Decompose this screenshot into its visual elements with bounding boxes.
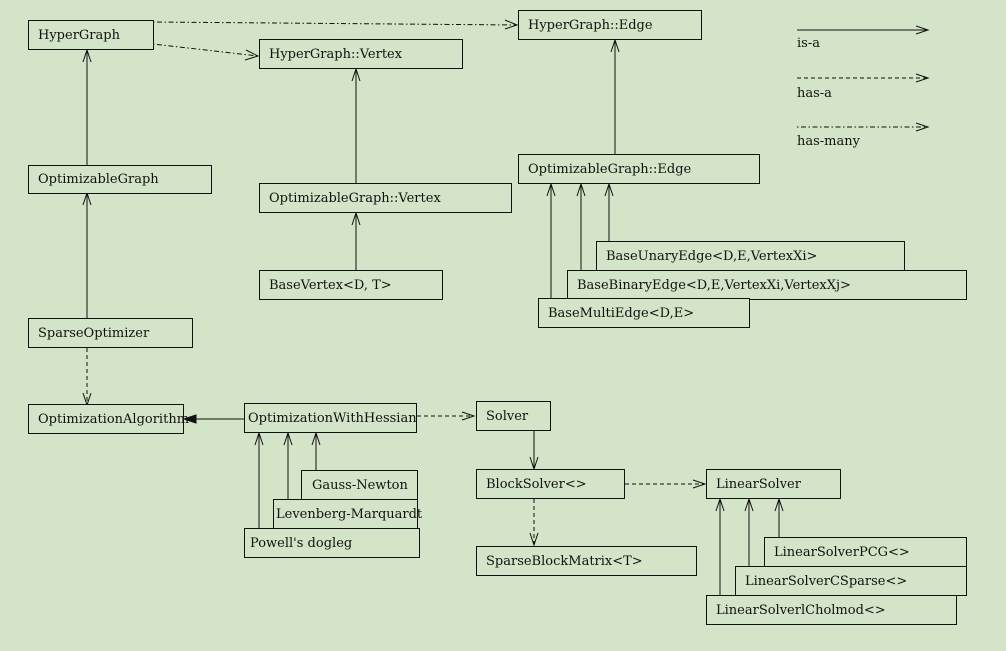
- blocksolver-has-linearsolver-arrowhead: [692, 479, 707, 489]
- class-sparse-optimizer: SparseOptimizer: [28, 318, 193, 348]
- dogleg-isa-arrowhead: [254, 431, 264, 446]
- class-hypergraph-edge: HyperGraph::Edge: [518, 10, 702, 40]
- withhessian-isa-arrowhead: [182, 414, 197, 424]
- legend-is-a-label: is-a: [797, 36, 820, 51]
- gaussnewton-isa-arrowhead: [311, 431, 321, 446]
- hypergraph-to-vertex-has-many: [152, 43, 259, 57]
- unaryedge-isa-arrowhead: [604, 182, 614, 197]
- class-optimizable-graph-vertex: OptimizableGraph::Vertex: [259, 183, 512, 213]
- class-block-solver: BlockSolver<>: [476, 469, 625, 499]
- withhessian-has-solver-arrowhead: [461, 411, 476, 421]
- optimizablegraph-isa-arrowhead: [82, 48, 92, 63]
- legend-is-a-arrowhead: [915, 25, 930, 35]
- blocksolver-has-matrix-arrowhead: [529, 532, 539, 547]
- basevertex-isa-arrowhead: [351, 211, 361, 226]
- csparse-isa-arrowhead: [744, 497, 754, 512]
- class-linear-solver-cholmod: LinearSolverlCholmod<>: [706, 595, 957, 625]
- class-optimization-algorithm: OptimizationAlgorithm: [28, 404, 189, 434]
- class-hypergraph-vertex: HyperGraph::Vertex: [259, 39, 463, 69]
- class-powells-dogleg: Powell's dogleg: [244, 528, 420, 558]
- class-linear-solver-csparse: LinearSolverCSparse<>: [735, 566, 967, 596]
- ogvertex-isa-arrowhead: [351, 67, 361, 82]
- class-sparse-block-matrix: SparseBlockMatrix<T>: [476, 546, 697, 576]
- cholmod-isa-arrowhead: [715, 497, 725, 512]
- class-base-vertex: BaseVertex<D, T>: [259, 270, 443, 300]
- class-optimizable-graph: OptimizableGraph: [28, 165, 212, 194]
- class-optimization-with-hessian: OptimizationWithHessian: [244, 403, 417, 433]
- legend-has-a-label: has-a: [797, 86, 832, 101]
- class-gauss-newton: Gauss-Newton: [301, 470, 418, 500]
- pcg-isa-arrowhead: [774, 497, 784, 512]
- class-base-unary-edge: BaseUnaryEdge<D,E,VertexXi>: [596, 241, 905, 271]
- class-optimizable-graph-edge: OptimizableGraph::Edge: [518, 154, 760, 184]
- hypergraph-to-edge-has-many: [152, 21, 518, 26]
- class-linear-solver: LinearSolver: [706, 469, 841, 499]
- class-linear-solver-pcg: LinearSolverPCG<>: [764, 537, 967, 567]
- legend-has-many-arrowhead: [915, 122, 930, 132]
- hypergraph-to-vertex-arrowhead: [244, 49, 260, 61]
- class-base-binary-edge: BaseBinaryEdge<D,E,VertexXi,VertexXj>: [567, 270, 967, 300]
- class-base-multi-edge: BaseMultiEdge<D,E>: [538, 298, 750, 328]
- class-levenberg-marquardt: Levenberg-Marquardt: [273, 499, 422, 529]
- levenberg-isa-arrowhead: [283, 431, 293, 446]
- multiedge-isa-arrowhead: [546, 182, 556, 197]
- binaryedge-isa-arrowhead: [576, 182, 586, 197]
- ogedge-isa-arrowhead: [610, 38, 620, 53]
- hypergraph-to-edge-arrowhead: [504, 19, 519, 30]
- legend-has-many-label: has-many: [797, 134, 860, 149]
- legend-has-a-arrowhead: [915, 73, 930, 83]
- class-solver: Solver: [476, 401, 551, 431]
- class-hypergraph: HyperGraph: [28, 20, 154, 50]
